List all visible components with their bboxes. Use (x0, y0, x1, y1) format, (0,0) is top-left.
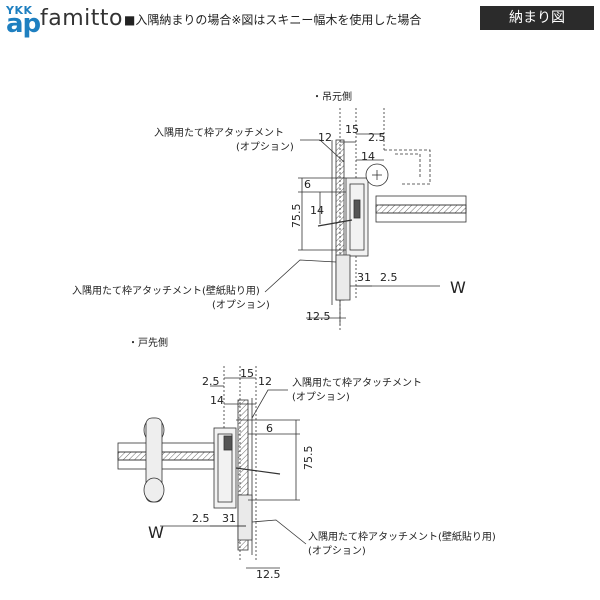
lower-callouts: 入隅用たて枠アタッチメント (オプション) 入隅用たて枠アタッチメント(壁紙貼り… (292, 376, 496, 557)
lower-dim-31: 31 (222, 512, 236, 525)
lower-section-label: ・戸先側 (128, 336, 168, 349)
logo-ykk-text: YKK (6, 4, 33, 17)
lower-dim-2-5-top: 2.5 (202, 375, 220, 388)
lower-attachment-line1: 入隅用たて枠アタッチメント (292, 376, 422, 389)
header-note: ■入隅納まりの場合※図はスキニー幅木を使用した場合 (124, 13, 422, 27)
upper-dim-12: 12 (318, 131, 332, 144)
lower-dim-75-5: 75.5 (302, 446, 315, 471)
lower-dimensions: 15 2.5 12 14 6 75.5 2.5 31 12.5 (192, 367, 315, 581)
lower-detail: ・戸先側 W (117, 336, 307, 569)
upper-dim-6: 6 (304, 178, 311, 191)
lower-dim-12: 12 (258, 375, 272, 388)
upper-dim-2-5-bottom: 2.5 (380, 271, 398, 284)
upper-dim-14-side: 14 (310, 204, 324, 217)
drawing-type-badge: 納まり図 (480, 6, 594, 30)
lower-dim-2-5-bottom: 2.5 (192, 512, 210, 525)
lower-dim-14: 14 (210, 394, 224, 407)
upper-dim-15: 15 (345, 123, 359, 136)
upper-wallpaper-line2: (オプション) (212, 299, 270, 311)
upper-dim-31: 31 (357, 271, 371, 284)
lower-dim-12-5: 12.5 (256, 568, 281, 581)
lower-wallpaper-line1: 入隅用たて枠アタッチメント(壁紙貼り用) (308, 530, 496, 543)
upper-dim-2-5-top: 2.5 (368, 131, 386, 144)
lower-dim-6: 6 (266, 422, 273, 435)
upper-attachment-line2: (オプション) (236, 141, 294, 153)
logo-ap-text: ap (6, 9, 41, 39)
upper-dim-75-5: 75.5 (290, 204, 303, 229)
lower-wallpaper-line2: (オプション) (308, 545, 366, 557)
brand-name: famitto (40, 6, 123, 31)
lower-w-label: W (148, 523, 164, 542)
upper-dim-12-5: 12.5 (306, 310, 331, 323)
lower-dim-15: 15 (240, 367, 254, 380)
lower-attachment-line2: (オプション) (292, 391, 350, 403)
upper-w-label: W (450, 278, 466, 297)
upper-attachment-line1: 入隅用たて枠アタッチメント (154, 126, 284, 139)
upper-detail: ・吊元側 W (264, 90, 467, 330)
upper-callouts: 入隅用たて枠アタッチメント (オプション) 入隅用たて枠アタッチメント(壁紙貼り… (72, 126, 294, 311)
upper-section-label: ・吊元側 (312, 90, 352, 103)
upper-wallpaper-line1: 入隅用たて枠アタッチメント(壁紙貼り用) (72, 284, 260, 297)
ykk-ap-logo: YKK ap (6, 4, 41, 39)
upper-dim-14-top: 14 (361, 150, 375, 163)
upper-dimensions: 15 12 2.5 14 6 14 75.5 31 2.5 12.5 (290, 123, 398, 323)
